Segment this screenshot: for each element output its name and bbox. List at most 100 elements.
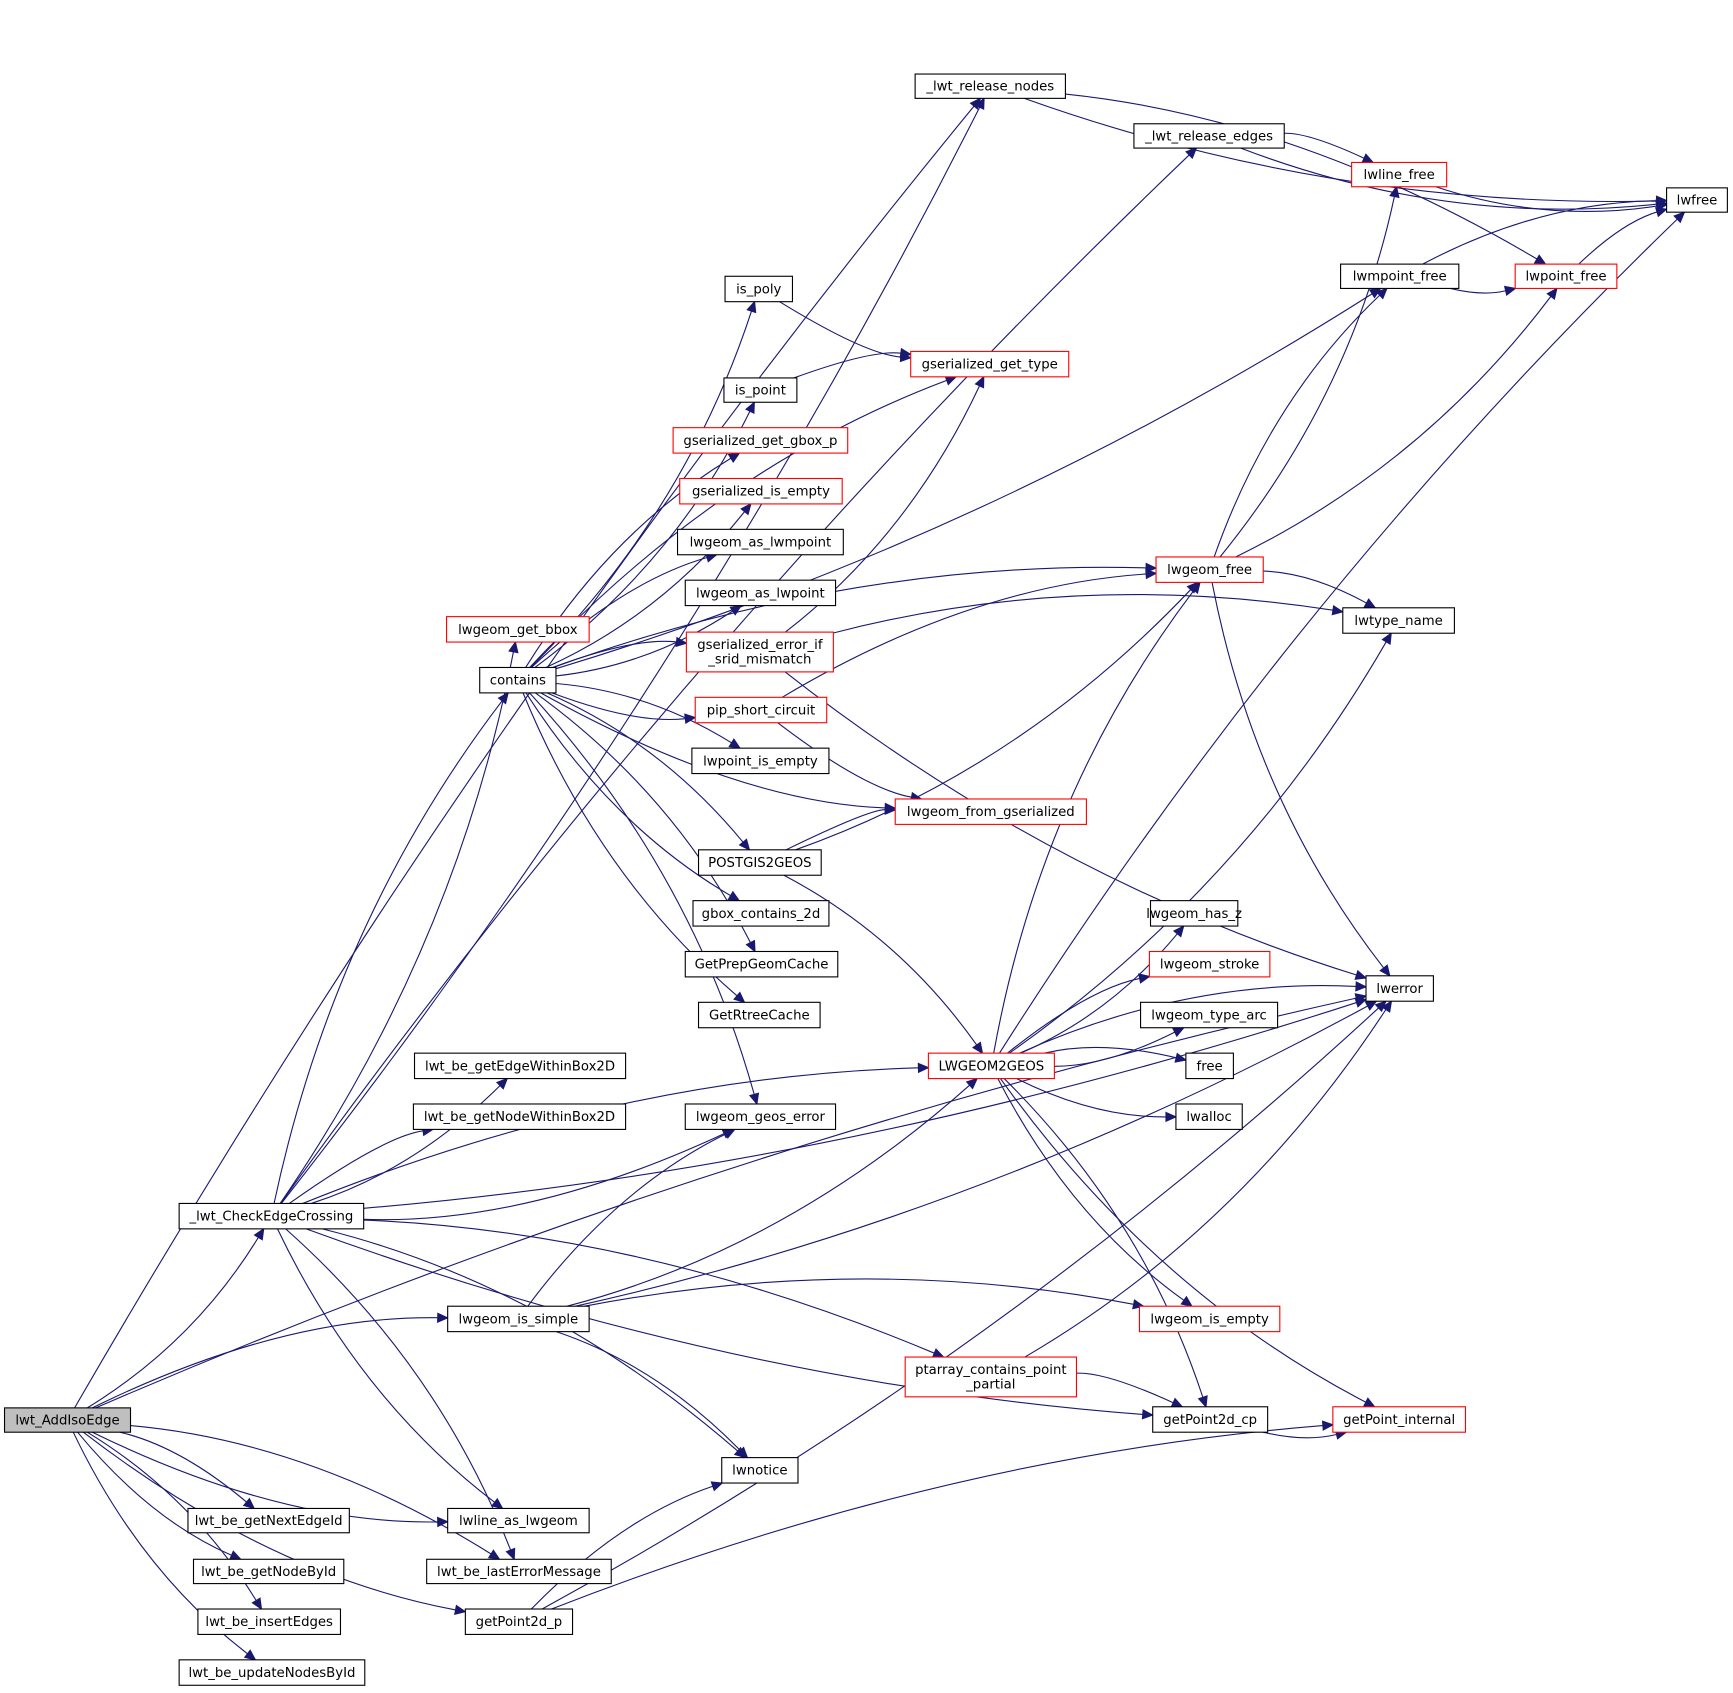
node-label: lwline_as_lwgeom xyxy=(459,1514,578,1529)
node-postgis2-geos[interactable]: POSTGIS2GEOS xyxy=(697,849,822,876)
node-lwt-be-update-nodes-by-id[interactable]: lwt_be_updateNodesById xyxy=(178,1659,366,1686)
node-lwgeom-type-arc[interactable]: lwgeom_type_arc xyxy=(1140,1001,1279,1029)
node-label: lwgeom_stroke xyxy=(1160,958,1259,973)
edge-get-point2d-p-to-lwnotice xyxy=(530,1481,724,1610)
edge-postgis2-geos-to-lwgeom2-geos xyxy=(783,874,984,1055)
node-lwmpoint-free[interactable]: lwmpoint_free xyxy=(1340,263,1460,289)
edge-gserialized-error-if-srid-mismatch-to-lwtype-name xyxy=(833,594,1345,634)
node-lwtype-name[interactable]: lwtype_name xyxy=(1342,607,1455,634)
edge-line xyxy=(551,692,686,721)
node-lwline-free[interactable]: lwline_free xyxy=(1351,161,1448,188)
node-box xyxy=(904,1356,1078,1398)
node-box xyxy=(447,1507,590,1534)
node-box xyxy=(187,1507,350,1534)
edge-line xyxy=(363,1133,725,1221)
edge-contains-to-lwgeom-geos-error xyxy=(529,692,760,1106)
edge-line xyxy=(779,301,901,358)
edge-line xyxy=(1009,641,1387,1054)
node-lwt-release-edges[interactable]: _lwt_release_edges xyxy=(1133,123,1285,149)
node-lwt-check-edge-crossing[interactable]: _lwt_CheckEdgeCrossing xyxy=(178,1202,365,1230)
node-lwgeom-from-gserialized[interactable]: lwgeom_from_gserialized xyxy=(894,798,1087,825)
edge-line xyxy=(784,671,1357,976)
node-lwalloc[interactable]: lwalloc xyxy=(1175,1103,1243,1130)
node-gserialized-is-empty[interactable]: gserialized_is_empty xyxy=(679,477,843,505)
edge-line xyxy=(795,589,1192,851)
edge-contains-to-postgis2-geos xyxy=(546,692,751,851)
edge-line xyxy=(575,1005,1368,1307)
node-get-rtree-cache[interactable]: GetRtreeCache xyxy=(697,1001,821,1029)
node-get-prep-geom-cache[interactable]: GetPrepGeomCache xyxy=(684,950,839,978)
node-box xyxy=(3,1407,132,1433)
node-lwerror[interactable]: lwerror xyxy=(1365,975,1434,1002)
arrowhead-icon xyxy=(495,1077,509,1090)
node-lwgeom-geos-error[interactable]: lwgeom_geos_error xyxy=(684,1103,837,1130)
node-label: lwgeom_free xyxy=(1167,563,1252,578)
edge-line xyxy=(1003,1078,1204,1398)
node-free[interactable]: free xyxy=(1185,1052,1234,1080)
node-lwgeom-as-lwmpoint[interactable]: lwgeom_as_lwmpoint xyxy=(676,528,844,556)
arrowhead-icon xyxy=(1172,925,1185,938)
edge-gserialized-error-if-srid-mismatch-to-lwerror xyxy=(784,671,1368,980)
node-lwnotice[interactable]: lwnotice xyxy=(721,1457,799,1484)
node-lwt-be-get-node-by-id[interactable]: lwt_be_getNodeById xyxy=(192,1558,345,1585)
node-lwgeom-stroke[interactable]: lwgeom_stroke xyxy=(1148,950,1271,978)
node-box xyxy=(192,1558,345,1585)
node-lwt-release-nodes[interactable]: _lwt_release_nodes xyxy=(914,73,1066,99)
node-lwt-be-get-node-within-box2-d[interactable]: lwt_be_getNodeWithinBox2D xyxy=(412,1103,627,1130)
node-is-point[interactable]: is_point xyxy=(723,377,798,403)
node-lwgeom-is-simple[interactable]: lwgeom_is_simple xyxy=(447,1305,590,1333)
node-contains[interactable]: contains xyxy=(479,666,557,694)
edge-contains-to-gbox-contains-2d xyxy=(525,692,741,902)
node-gserialized-get-type[interactable]: gserialized_get_type xyxy=(910,350,1070,378)
node-is-poly[interactable]: is_poly xyxy=(724,275,794,303)
node-gserialized-error-if-srid-mismatch[interactable]: gserialized_error_if_srid_mismatch xyxy=(685,631,834,673)
arrowhead-icon xyxy=(965,1077,979,1090)
edge-line xyxy=(546,692,744,843)
node-lwline-as-lwgeom[interactable]: lwline_as_lwgeom xyxy=(447,1507,590,1534)
arrowhead-icon xyxy=(1546,287,1558,300)
edge-lwt-check-edge-crossing-to-lwerror xyxy=(363,997,1368,1209)
node-label: lwgeom_from_gserialized xyxy=(907,805,1075,820)
node-label: GetPrepGeomCache xyxy=(695,958,829,973)
node-gbox-contains-2d[interactable]: gbox_contains_2d xyxy=(692,900,830,927)
arrowhead-icon xyxy=(487,1549,501,1561)
node-box xyxy=(721,1457,799,1484)
node-lwgeom-is-empty[interactable]: lwgeom_is_empty xyxy=(1138,1305,1281,1333)
node-get-point2d-p[interactable]: getPoint2d_p xyxy=(464,1608,574,1635)
edge-line xyxy=(785,385,981,633)
node-lwgeom-has-z[interactable]: lwgeom_has_z xyxy=(1146,900,1242,927)
node-gserialized-get-gbox-p[interactable]: gserialized_get_gbox_p xyxy=(672,427,849,454)
node-box xyxy=(1351,161,1448,188)
node-pip-short-circuit[interactable]: pip_short_circuit xyxy=(694,696,828,724)
node-lwgeom-get-bbox[interactable]: lwgeom_get_bbox xyxy=(446,616,590,643)
node-lwt-add-iso-edge[interactable]: lwt_AddIsoEdge xyxy=(3,1407,132,1433)
node-lwt-be-last-error-message[interactable]: lwt_be_lastErrorMessage xyxy=(426,1558,612,1585)
node-lwpoint-is-empty[interactable]: lwpoint_is_empty xyxy=(691,747,830,775)
node-lwgeom-as-lwpoint[interactable]: lwgeom_as_lwpoint xyxy=(684,579,837,607)
edge-postgis2-geos-to-lwgeom-from-gserialized xyxy=(785,804,897,851)
node-lwt-be-get-next-edge-id[interactable]: lwt_be_getNextEdgeId xyxy=(187,1507,350,1534)
node-lwgeom-free[interactable]: lwgeom_free xyxy=(1155,556,1264,583)
edge-lwpoint-free-to-lwfree xyxy=(1578,207,1668,265)
node-label: lwfree xyxy=(1677,193,1718,208)
arrowhead-icon xyxy=(1354,969,1368,980)
node-box xyxy=(910,350,1070,378)
node-label: ptarray_contains_point xyxy=(915,1363,1066,1378)
edge-lwt-release-nodes-to-lwpoint-free xyxy=(1065,93,1547,265)
arrowhead-icon xyxy=(1141,1409,1155,1420)
node-box xyxy=(1666,187,1728,213)
node-label: lwgeom_geos_error xyxy=(696,1110,826,1125)
node-lwfree[interactable]: lwfree xyxy=(1666,187,1728,213)
node-lwgeom2-geos[interactable]: LWGEOM2GEOS xyxy=(927,1052,1055,1080)
node-box xyxy=(426,1558,612,1585)
node-lwt-be-get-edge-within-box2-d[interactable]: lwt_be_getEdgeWithinBox2D xyxy=(413,1052,627,1080)
node-ptarray-contains-point-partial[interactable]: ptarray_contains_point_partial xyxy=(904,1356,1078,1398)
node-lwt-be-insert-edges[interactable]: lwt_be_insertEdges xyxy=(197,1608,342,1635)
edge-line xyxy=(74,105,975,1409)
node-get-point-internal[interactable]: getPoint_internal xyxy=(1332,1406,1467,1433)
node-get-point2d-cp[interactable]: getPoint2d_cp xyxy=(1152,1406,1269,1433)
edge-lwgeom-is-simple-to-lwnotice xyxy=(556,1331,749,1459)
edge-lwgeom2-geos-to-lwgeom-is-empty xyxy=(997,1078,1194,1308)
node-lwpoint-free[interactable]: lwpoint_free xyxy=(1514,263,1618,289)
edge-lwgeom2-geos-to-lwfree xyxy=(998,211,1686,1054)
